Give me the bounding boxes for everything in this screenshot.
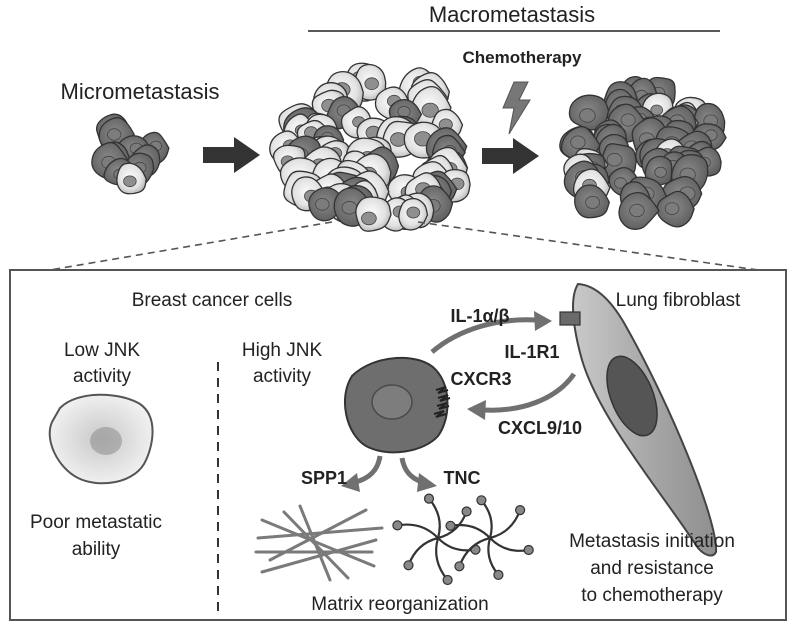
low-jnk-nucleus (90, 427, 122, 455)
il1-arrow (430, 317, 537, 354)
cell-nucleus (629, 203, 645, 218)
cxcr3-label: CXCR3 (450, 369, 511, 389)
cell-nucleus (107, 128, 122, 141)
tnc-knob (476, 495, 487, 506)
poor-ability-label-1: Poor metastatic (30, 512, 162, 533)
chemotherapy-label: Chemotherapy (462, 48, 582, 67)
spp1-label: SPP1 (301, 468, 347, 488)
cell-nucleus (654, 166, 667, 178)
cell-nucleus (361, 211, 377, 226)
cell-nucleus (614, 177, 627, 189)
cell-nucleus (123, 175, 137, 188)
high-jnk-label-2: activity (253, 366, 312, 387)
il1-arrowhead (534, 311, 552, 331)
cell-nucleus (364, 77, 379, 90)
tnc-knob (454, 561, 465, 572)
outcome-label-1: Metastasis initiation (569, 531, 735, 552)
cxcl-arrowhead (467, 400, 486, 420)
spp1-arrowhead (341, 473, 360, 492)
outcome-label-3: to chemotherapy (581, 585, 723, 606)
cell-nucleus (585, 195, 600, 209)
tnc-molecule-2 (445, 495, 534, 581)
low-jnk-label-2: activity (73, 366, 132, 387)
macrometastasis-cluster (269, 62, 471, 232)
cell-nucleus (650, 104, 663, 116)
cell-nucleus (664, 202, 680, 216)
micrometastasis-label: Micrometastasis (61, 79, 220, 104)
il1-label: IL-1α/β (450, 306, 509, 326)
cell-nucleus (421, 102, 439, 118)
poor-ability-label-2: ability (72, 539, 121, 560)
tnc-knob (514, 505, 526, 516)
macrometastasis-label: Macrometastasis (429, 2, 595, 27)
lightning-icon (502, 81, 531, 135)
spp1-fibers (254, 504, 384, 582)
cell-nucleus (397, 106, 411, 118)
cell-nucleus (570, 135, 586, 150)
il1r1-receptor (559, 311, 581, 326)
tnc-label: TNC (444, 468, 481, 488)
outcome-label-2: and resistance (590, 558, 714, 579)
tnc-arrowhead (417, 473, 437, 492)
tnc-molecule-1 (392, 493, 481, 586)
tnc-knob (445, 520, 456, 531)
breast-cancer-cells-label: Breast cancer cells (132, 290, 293, 311)
tnc-knob (493, 569, 504, 581)
high-jnk-label-1: High JNK (242, 340, 323, 361)
cell-nucleus (341, 200, 358, 215)
cell-nucleus (579, 108, 596, 123)
zoom-line-right (417, 221, 759, 271)
tnc-knob (523, 544, 534, 556)
cell-nucleus (315, 198, 330, 211)
tnc-knob (392, 520, 403, 531)
micrometastasis-cluster (91, 113, 170, 195)
zoom-line-left (49, 221, 333, 271)
progression-arrow-1 (203, 137, 260, 173)
progression-arrow-2 (482, 138, 539, 174)
tnc-knob (403, 560, 414, 571)
cxcl-label: CXCL9/10 (498, 418, 582, 438)
cell-nucleus (406, 206, 421, 219)
resistant-cluster (559, 75, 727, 230)
low-jnk-label-1: Low JNK (64, 340, 140, 361)
cxcl-arrow (483, 372, 577, 413)
cxcr3-receptor (433, 386, 451, 418)
cell-nucleus (606, 152, 623, 167)
tnc-knob (442, 574, 453, 586)
spp1-arrow (355, 455, 383, 485)
high-jnk-nucleus (371, 384, 413, 420)
lung-fibroblast-label: Lung fibroblast (616, 290, 741, 311)
tnc-knob (423, 493, 435, 504)
tnc-knob (461, 506, 472, 517)
cell-nucleus (620, 113, 636, 127)
il1r1-label: IL-1R1 (504, 342, 559, 362)
matrix-reorganization-label: Matrix reorganization (311, 594, 488, 615)
fibroblast-nucleus (606, 355, 658, 437)
